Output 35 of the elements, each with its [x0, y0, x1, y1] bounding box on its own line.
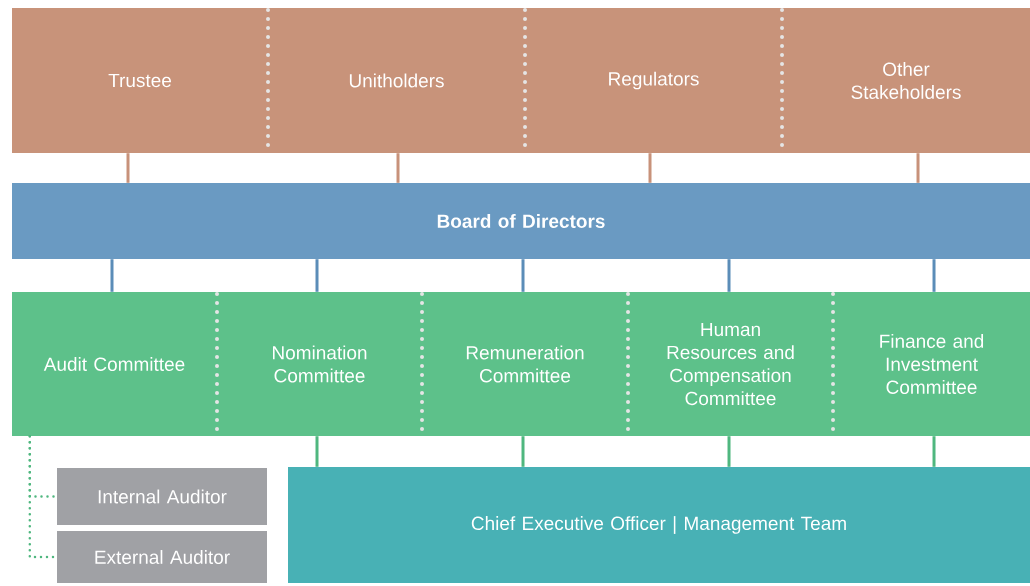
node-label: Finance and Investment Committee	[880, 334, 984, 394]
connector-line	[315, 259, 319, 292]
committee-box: Remuneration Committee	[422, 292, 628, 436]
node-label: Human Resources and Compensation Committee	[667, 322, 794, 406]
stakeholder-box: Unitholders	[268, 8, 525, 153]
node-label: Remuneration Committee	[466, 345, 584, 383]
node-label: Unitholders	[349, 73, 444, 88]
committee-box: Audit Committee	[12, 292, 217, 436]
connector-line	[727, 436, 731, 467]
node-label: Nomination Committee	[273, 345, 367, 383]
board-bar: Board of Directors	[12, 183, 1030, 259]
auditor-box: Internal Auditor	[57, 468, 267, 525]
connector-line	[916, 153, 920, 183]
node-label: Regulators	[609, 71, 699, 90]
committee-box: Finance and Investment Committee	[833, 292, 1030, 436]
connector-line	[727, 259, 731, 292]
connector-line	[315, 436, 319, 467]
connector-line	[521, 436, 525, 467]
stakeholder-box: Trustee	[12, 8, 268, 153]
connector-line	[932, 436, 936, 467]
node-label: Other Stakeholders	[851, 62, 961, 99]
connector-line	[521, 259, 525, 292]
node-label: Audit Committee	[43, 357, 185, 371]
auditor-box: External Auditor	[57, 531, 267, 583]
committee-box: Human Resources and Compensation Committee	[628, 292, 833, 436]
management-bar: Chief Executive Officer | Management Team	[288, 467, 1030, 583]
connector-line	[110, 259, 114, 292]
connector-line	[396, 153, 400, 183]
committee-box: Nomination Committee	[217, 292, 422, 436]
node-label: Trustee	[108, 73, 172, 88]
stakeholder-box: Regulators	[525, 8, 782, 153]
connector-line	[648, 153, 652, 183]
connector-line	[932, 259, 936, 292]
connector-line	[126, 153, 130, 183]
stakeholder-box: Other Stakeholders	[782, 8, 1030, 153]
